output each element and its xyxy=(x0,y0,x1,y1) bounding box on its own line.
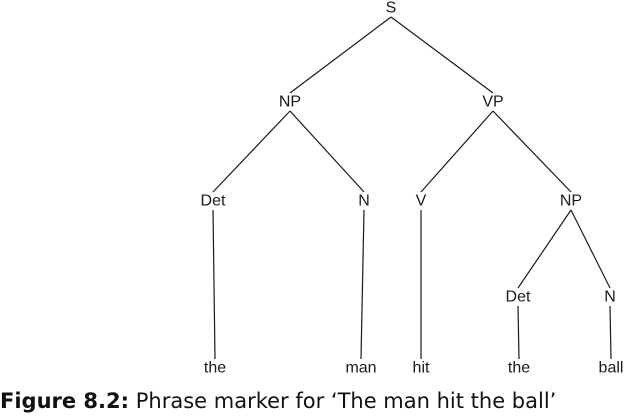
node-np2: NP xyxy=(560,193,582,210)
node-n2: N xyxy=(604,289,616,306)
caption-text: Phrase marker for ‘The man hit the ball’ xyxy=(135,389,557,413)
branch-s-np1 xyxy=(289,16,392,94)
branch-np2-det2 xyxy=(517,209,572,289)
node-det2: Det xyxy=(506,289,531,306)
node-det1: Det xyxy=(201,193,226,210)
word-w-ball: ball xyxy=(599,360,624,377)
branch-np2-n2 xyxy=(570,209,611,289)
branch-vp-np2 xyxy=(492,110,572,193)
figure-caption: Figure 8.2: Phrase marker for ‘The man h… xyxy=(0,386,626,417)
branch-vp-v xyxy=(420,110,494,193)
branch-n2-w-ball xyxy=(609,305,612,360)
word-w-hit: hit xyxy=(413,360,430,377)
branch-det2-w-the2 xyxy=(517,305,520,360)
branch-s-vp xyxy=(390,16,494,94)
node-s: S xyxy=(386,0,397,17)
branch-np1-det1 xyxy=(212,110,291,193)
node-vp: VP xyxy=(482,94,503,111)
branch-n1-w-man xyxy=(360,209,365,360)
word-w-the2: the xyxy=(508,360,530,377)
word-w-the1: the xyxy=(204,360,226,377)
node-n1: N xyxy=(358,193,370,210)
branch-np1-n1 xyxy=(289,110,365,193)
node-v: V xyxy=(416,193,427,210)
node-np1: NP xyxy=(279,94,301,111)
branch-det1-w-the1 xyxy=(212,209,216,360)
figure-number: Figure 8.2: xyxy=(0,389,130,413)
word-w-man: man xyxy=(345,360,376,377)
